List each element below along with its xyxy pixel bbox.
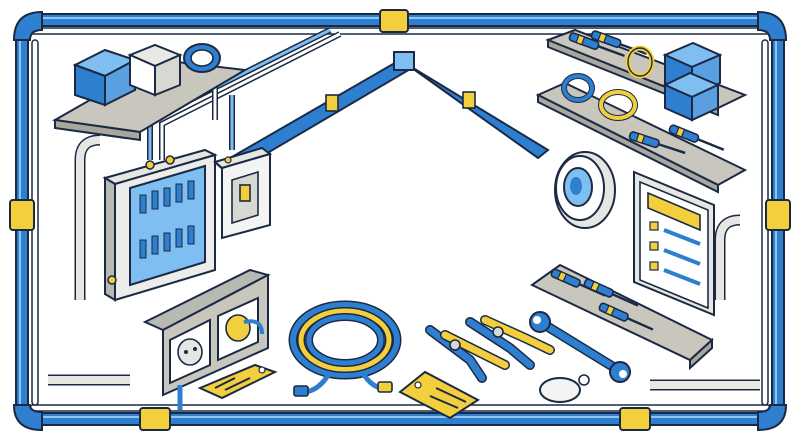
warning-tag-left — [197, 363, 278, 400]
smoke-detector — [554, 151, 616, 229]
breaker-switches — [139, 180, 195, 259]
storage-boxes — [72, 43, 183, 107]
warning-tag-right — [398, 370, 480, 420]
pliers-right — [465, 315, 555, 370]
pliers-left — [425, 325, 510, 383]
pipe-frame — [9, 9, 791, 432]
cable-tray — [216, 51, 550, 177]
key-tag — [539, 374, 590, 403]
switch-box — [212, 146, 273, 240]
coiled-cable — [288, 300, 402, 397]
breaker-panel — [102, 148, 218, 302]
middle-right-shelf — [535, 73, 748, 194]
wire-spool — [183, 43, 221, 73]
wall-outlets — [142, 268, 271, 410]
wrench — [529, 311, 631, 383]
blue-box-middle — [662, 71, 721, 122]
checklist-sign — [633, 170, 715, 317]
